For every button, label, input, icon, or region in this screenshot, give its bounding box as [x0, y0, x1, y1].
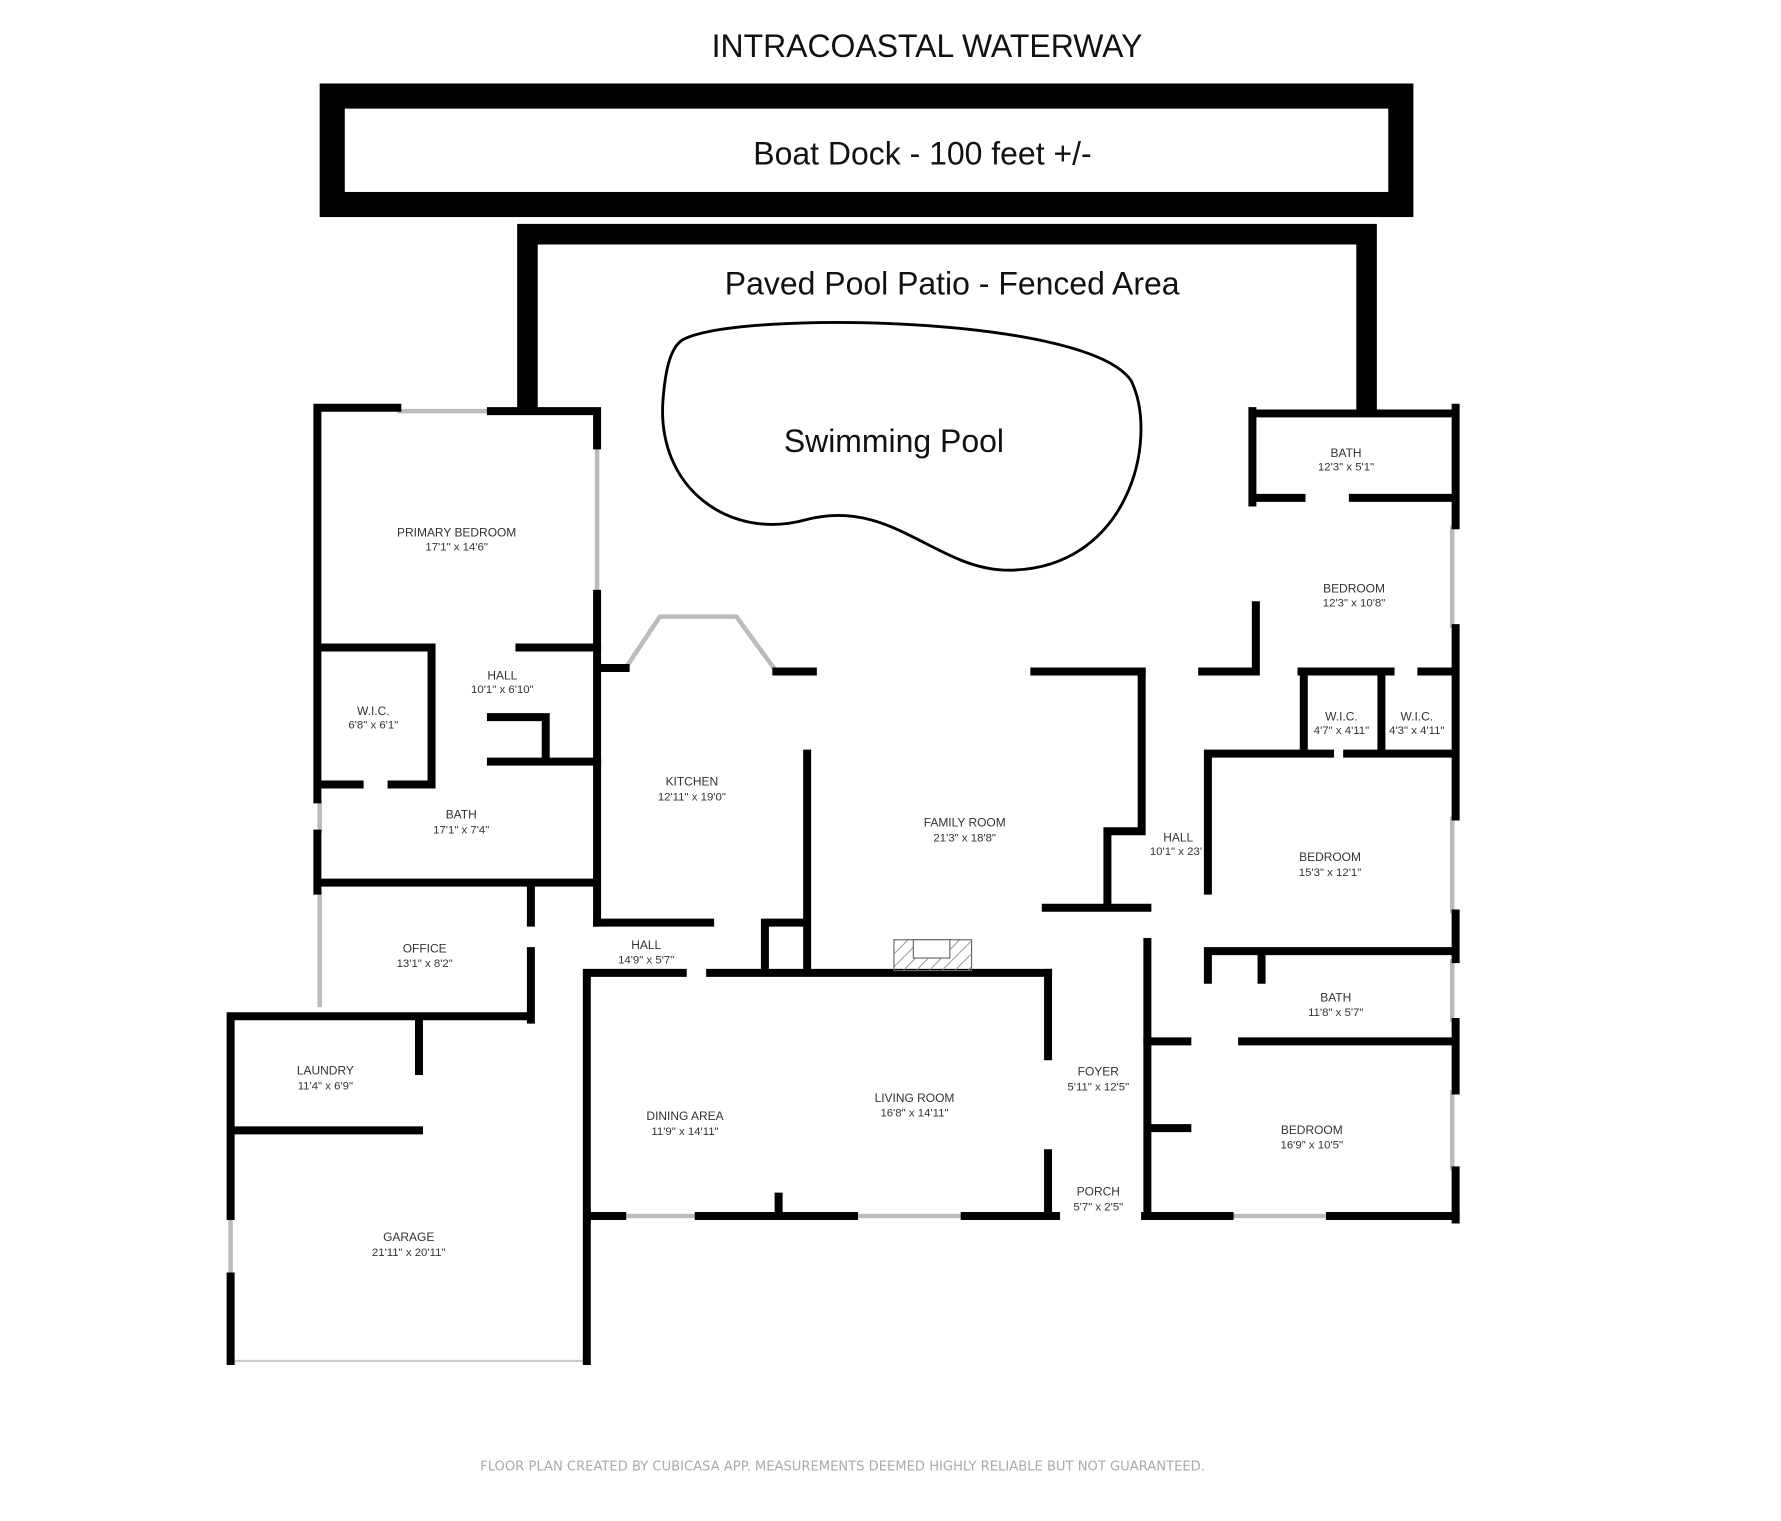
- disclaimer-footer: FLOOR PLAN CREATED BY CUBICASA APP. MEAS…: [480, 1460, 1205, 1475]
- svg-text:5'7" x 2'5": 5'7" x 2'5": [1073, 1201, 1123, 1213]
- svg-text:HALL: HALL: [631, 938, 661, 952]
- svg-text:FAMILY ROOM: FAMILY ROOM: [924, 816, 1006, 830]
- svg-text:13'1" x 8'2": 13'1" x 8'2": [397, 958, 453, 970]
- room-dining-area: DINING AREA 11'9" x 14'11": [646, 1109, 723, 1138]
- room-kitchen: KITCHEN 12'11" x 19'0": [658, 775, 726, 804]
- windows: [228, 408, 1455, 1363]
- svg-text:12'11" x 19'0": 12'11" x 19'0": [658, 791, 726, 803]
- svg-text:HALL: HALL: [1163, 831, 1193, 845]
- svg-text:16'9" x 10'5": 16'9" x 10'5": [1280, 1140, 1343, 1152]
- pool-patio-fence: Paved Pool Patio - Fenced Area: [517, 223, 1377, 412]
- svg-text:4'7" x 4'11": 4'7" x 4'11": [1314, 725, 1369, 737]
- svg-text:10'1" x 6'10": 10'1" x 6'10": [471, 684, 534, 696]
- boat-dock: Boat Dock - 100 feet +/-: [319, 83, 1414, 218]
- svg-text:BATH: BATH: [1331, 446, 1362, 460]
- svg-text:17'1" x 14'6": 17'1" x 14'6": [425, 541, 488, 553]
- room-living-room: LIVING ROOM 16'8" x 14'11": [875, 1091, 955, 1120]
- svg-text:BEDROOM: BEDROOM: [1323, 582, 1385, 596]
- room-family-room: FAMILY ROOM 21'3" x 18'8": [924, 816, 1006, 845]
- svg-text:W.I.C.: W.I.C.: [1401, 710, 1434, 724]
- room-bath-primary: BATH 17'1" x 7'4": [433, 808, 489, 837]
- room-office: OFFICE 13'1" x 8'2": [397, 941, 453, 970]
- svg-text:DINING AREA: DINING AREA: [646, 1109, 723, 1123]
- svg-text:BEDROOM: BEDROOM: [1299, 850, 1361, 864]
- svg-text:OFFICE: OFFICE: [403, 941, 447, 955]
- svg-text:21'3" x 18'8": 21'3" x 18'8": [933, 833, 996, 845]
- svg-text:W.I.C.: W.I.C.: [1325, 710, 1358, 724]
- room-porch: PORCH 5'7" x 2'5": [1073, 1184, 1123, 1213]
- svg-text:10'1" x 23': 10'1" x 23': [1150, 846, 1202, 858]
- room-hall-west: HALL 10'1" x 6'10": [471, 668, 534, 696]
- dock-label: Boat Dock - 100 feet +/-: [753, 136, 1091, 172]
- svg-text:14'9" x 5'7": 14'9" x 5'7": [618, 955, 674, 967]
- svg-text:BATH: BATH: [446, 808, 477, 822]
- room-wic-west: W.I.C. 6'8" x 6'1": [348, 704, 398, 732]
- room-laundry: LAUNDRY 11'4" x 6'9": [297, 1063, 354, 1092]
- room-foyer: FOYER 5'11" x 12'5": [1067, 1065, 1129, 1094]
- svg-text:LIVING ROOM: LIVING ROOM: [875, 1091, 955, 1105]
- room-bath-e: BATH 11'8" x 5'7": [1308, 990, 1363, 1019]
- svg-text:11'4" x 6'9": 11'4" x 6'9": [298, 1080, 353, 1092]
- svg-text:4'3" x 4'11": 4'3" x 4'11": [1389, 725, 1444, 737]
- svg-text:HALL: HALL: [487, 668, 517, 682]
- svg-text:21'11" x 20'11": 21'11" x 20'11": [372, 1247, 446, 1259]
- room-wic-e2: W.I.C.4'3" x 4'11": [1389, 710, 1444, 738]
- svg-text:16'8" x 14'11": 16'8" x 14'11": [880, 1108, 948, 1120]
- swimming-pool: Swimming Pool: [661, 321, 1143, 572]
- svg-text:15'3" x 12'1": 15'3" x 12'1": [1299, 867, 1362, 879]
- room-hall-center: HALL 14'9" x 5'7": [618, 938, 674, 967]
- svg-text:11'9" x 14'11": 11'9" x 14'11": [651, 1126, 718, 1138]
- room-bedroom-se: BEDROOM 16'9" x 10'5": [1280, 1123, 1343, 1152]
- svg-text:LAUNDRY: LAUNDRY: [297, 1063, 354, 1077]
- room-wic-e1: W.I.C.4'7" x 4'11": [1314, 710, 1369, 738]
- svg-text:FOYER: FOYER: [1078, 1065, 1120, 1079]
- room-bath-ne: BATH 12'3" x 5'1": [1318, 446, 1374, 474]
- svg-text:PRIMARY BEDROOM: PRIMARY BEDROOM: [397, 526, 516, 540]
- svg-text:6'8" x 6'1": 6'8" x 6'1": [348, 720, 398, 732]
- svg-text:11'8" x 5'7": 11'8" x 5'7": [1308, 1007, 1363, 1019]
- patio-label: Paved Pool Patio - Fenced Area: [725, 266, 1180, 302]
- pool-label: Swimming Pool: [784, 423, 1004, 459]
- svg-text:PORCH: PORCH: [1077, 1184, 1120, 1198]
- room-bedroom-e: BEDROOM 15'3" x 12'1": [1299, 850, 1362, 879]
- svg-text:5'11" x 12'5": 5'11" x 12'5": [1067, 1081, 1129, 1093]
- room-garage: GARAGE 21'11" x 20'11": [372, 1230, 446, 1259]
- svg-text:BEDROOM: BEDROOM: [1281, 1123, 1343, 1137]
- svg-text:W.I.C.: W.I.C.: [357, 704, 390, 718]
- walls: [226, 403, 1460, 1366]
- svg-text:12'3" x 5'1": 12'3" x 5'1": [1318, 462, 1374, 474]
- svg-text:BATH: BATH: [1320, 990, 1351, 1004]
- svg-text:17'1" x 7'4": 17'1" x 7'4": [433, 825, 489, 837]
- waterway-title: INTRACOASTAL WATERWAY: [712, 28, 1143, 64]
- svg-text:12'3" x 10'8": 12'3" x 10'8": [1323, 597, 1386, 609]
- svg-text:KITCHEN: KITCHEN: [666, 775, 719, 789]
- svg-text:GARAGE: GARAGE: [383, 1230, 434, 1244]
